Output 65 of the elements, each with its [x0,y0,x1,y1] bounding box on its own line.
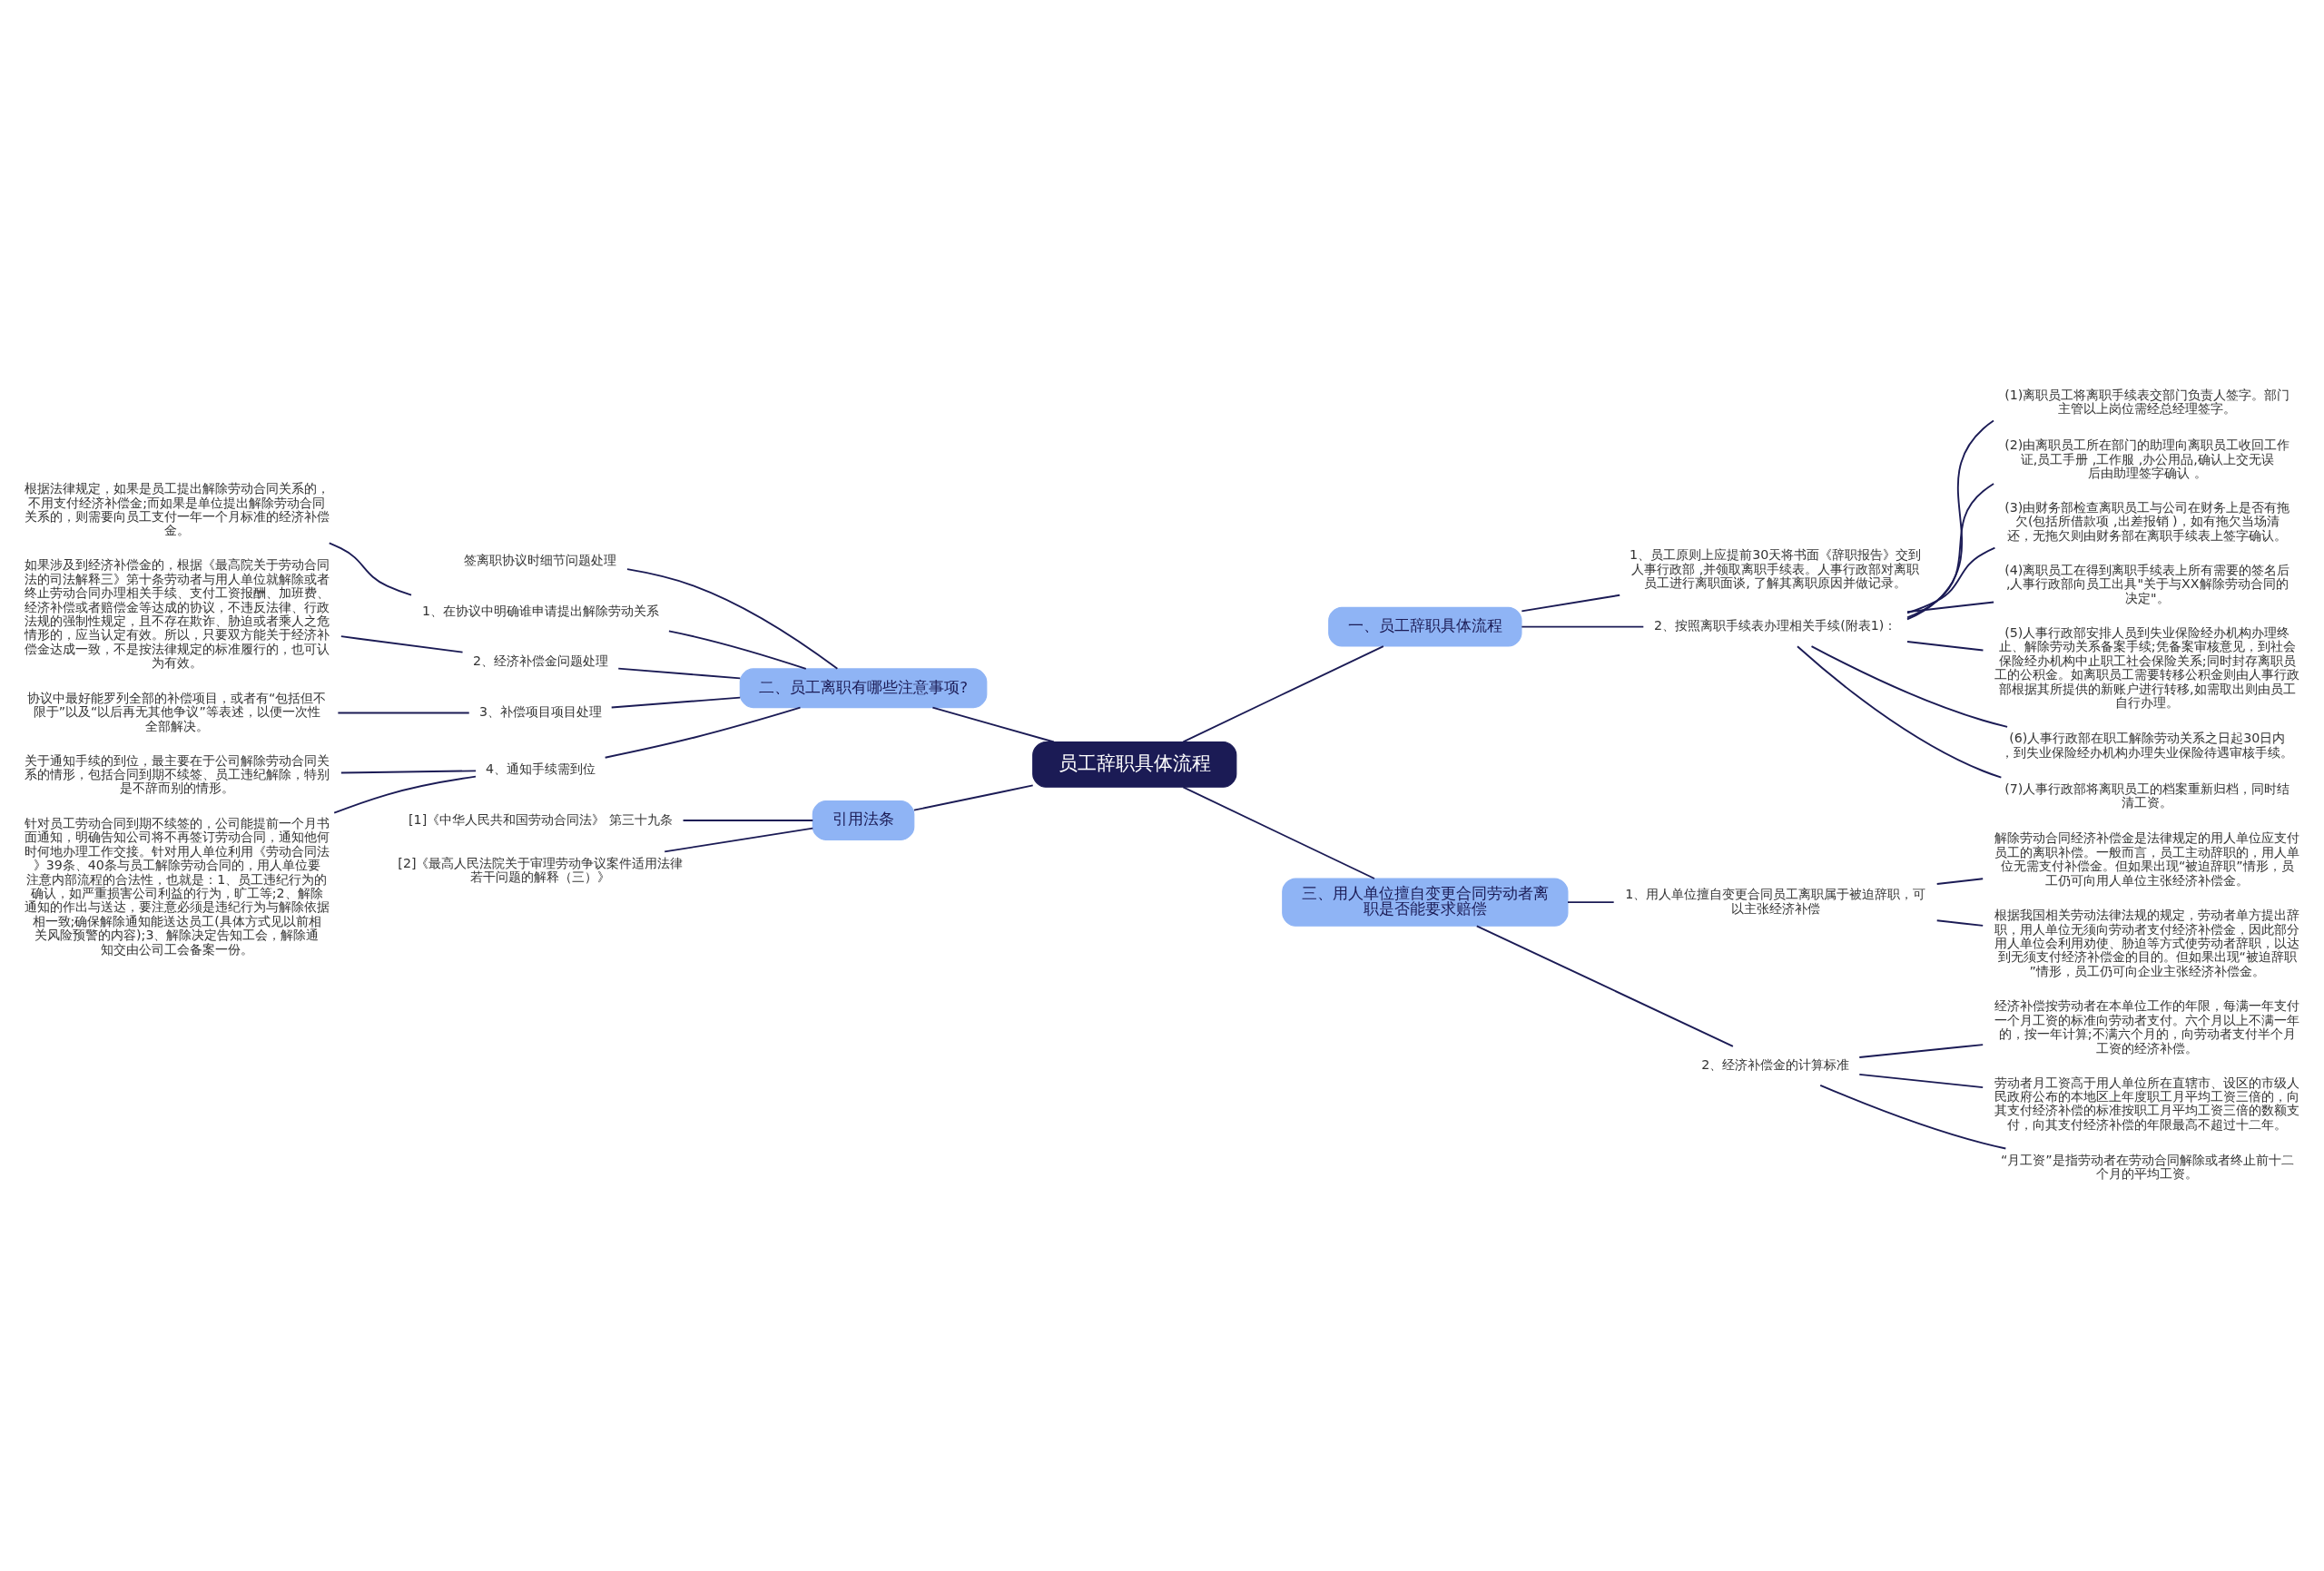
node-text: “月工资”是指劳动者在劳动合同解除或者终止前十二个月的平均工资。 [2000,1152,2294,1182]
node-box: 二、员工离职有哪些注意事项? [739,668,988,709]
node-text: 1、在协议中明确谁申请提出解除劳动关系 [421,603,659,618]
connector [1935,919,1984,927]
node-text: 解除劳动合同经济补偿金是法律规定的用人单位应支付员工的离职补偿。一般而言，员工主动辞职的，用人单位无需支付补偿金。但如果出现“被迫辞职”情形，员工仍可向用人单位主张经济补偿金。 [1994,830,2300,888]
connector [1797,645,2003,779]
connector [1906,483,1995,619]
node-text: 4、通知手续需到位 [485,761,596,776]
connector [1567,901,1615,904]
node-text: (1)离职员工将离职手续表交部门负责人签字。部门主管以上岗位需经总经理签字。 [2004,388,2290,417]
node-text: 协议中最好能罗列全部的补偿项目，或者有“包括但不限于”以及“以后再无其他争议”等表述，以便一次性全部解决。 [27,690,327,733]
connector [913,784,1034,811]
node-text: 2、经济补偿金的计算标准 [1701,1056,1850,1072]
node-text: (4)离职员工在得到离职手续表上所有需要的签名后,人事行政部向员工出具"关于与XX解除劳动合同的决定"。 [2004,562,2290,605]
connector [604,706,802,759]
connector [1521,625,1645,628]
node-text: 2、按照离职手续表办理相关手续(附表1)： [1654,618,1897,633]
node-text: [2]《最高人民法院关于审理劳动争议案件适用法律若干问题的解释（三）》 [398,855,684,885]
connector [1475,925,1734,1047]
node-text: 如果涉及到经济补偿金的，根据《最高院关于劳动合同法的司法解释三》第十条劳动者与用人单位就解除或者终止劳动合同办理相关手续、支付工资报酬、加班费、经济补偿或者赔偿金等达成的协议，不违反法律、行政法规的强制性规定，且不存在欺诈、胁迫或者乘人之危情形的，应当认定有效。所以，只要双方能关于经济补偿金达成一致，不是按法律规定的标准履行的，也可认为有效。 [24,557,330,671]
node-text: (6)人事行政部在职工解除劳动关系之日起30日内，到失业保险经办机构办理失业保险待遇审核手续。 [2001,731,2294,760]
connector [340,770,478,774]
connector [1182,786,1375,879]
node-text: 针对员工劳动合同到期不续签的，公司能提前一个月书面通知，明确告知公司将不再签订劳动合同，通知他何时何地办理工作交接。针对用人单位利用《劳动合同法》39条、40条与员工解除劳动合同的，用人单位要注意内部流程的合法性，也就是：1、员工违纪行为的确认，如严重损害公司利益的行为，旷工等;2、解除通知的作出与送达，要注意必须是违纪行为与解除依据相一致;确保解除通知能送达员工(具体方式见以前相关风险预警的内容);3、解除决定告知工会，解除通知交由公司工会备案一份。 [24,815,330,957]
connector [1858,1044,1984,1058]
connector [340,635,464,653]
connector [1858,1073,1984,1089]
node-text: (7)人事行政部将离职员工的档案重新归档，同时结清工资。 [2004,781,2290,810]
connector [1935,878,1984,885]
node-text: 劳动者月工资高于用人单位所在直辖市、设区的市级人民政府公布的本地区上年度职工月平均工资三倍的，向其支付经济补偿的标准按职工月平均工资三倍的数额支付，向其支付经济补偿的年限最高不超过十二年。 [1994,1075,2300,1132]
node-text: (2)由离职员工所在部门的助理向离职员工收回工作证,员工手册 ,工作服 ,办公用品,确认上交无误后由助理签字确认 。 [2004,437,2290,480]
node-text: (3)由财务部检查离职员工与公司在财务上是否有拖欠(包括所借款项 ,出差报销 )，如有拖欠当场清还，无拖欠则由财务部在离职手续表上签字确认。 [2004,499,2290,543]
node-text: 3、补偿项目项目处理 [478,704,602,720]
connector [1906,546,1996,614]
node-text: 根据法律规定，如果是员工提出解除劳动合同关系的，不用支付经济补偿金;而如果是单位提出解除劳动合同关系的，则需要向员工支付一年一个月标准的经济补偿金。 [24,481,330,538]
connector [626,568,839,670]
connector [617,667,742,680]
node-text: 关于通知手续的到位，最主要在于公司解除劳动合同关系的情形，包括合同到期不续签、员工违纪解除，特别是不辞而别的情形。 [24,752,330,796]
node-text: 根据我国相关劳动法律法规的规定，劳动者单方提出辞职，用人单位无须向劳动者支付经济补偿金，因此部分用人单位会利用劝使、胁迫等方式使劳动者辞职，以达到无须支付经济补偿金的目的。但如果出现“被迫辞职”情形，员工仍可向企业主张经济补偿金。 [1994,908,2300,978]
connector [667,630,807,670]
connector [682,820,814,821]
node-text: (5)人事行政部安排人员到失业保险经办机构办理终止、解除劳动关系备案手续;凭备案审核意见，到社会保险经办机构中止职工社会保险关系;同时封存离职员工的公积金。如离职员工需要转移公积金则由人事行政部根据其所提供的新账户进行转移,如需取出则由员工自行办理。 [1994,625,2300,711]
connector [1906,641,1984,652]
node-box: 一、员工辞职具体流程 [1328,606,1522,647]
node-box: 引用法条 [812,800,915,840]
connector [1810,645,2009,728]
connector [333,775,477,814]
node-text: 经济补偿按劳动者在本单位工作的年限，每满一年支付一个月工资的标准向劳动者支付。六个月以上不满一年的，按一年计算;不满六个月的，向劳动者支付半个月工资的经济补偿。 [1994,998,2300,1056]
connector [1521,594,1621,613]
connector [931,706,1055,743]
node-text: 1、员工原则上应提前30天将书面《辞职报告》交到人事行政部 ,并领取离职手续表。人事行政部对离职员工进行离职面谈, 了解其离职原因并做记录。 [1630,547,1922,590]
node-text: 1、用人单位擅自变更合同员工离职属于被迫辞职，可以主张经济补偿 [1625,887,1926,916]
connector [1182,645,1384,743]
connector [1819,1084,2007,1150]
node-box: 三、用人单位擅自变更合同劳动者离职是否能要求赔偿 [1282,878,1569,927]
connector [1906,419,1994,621]
connector [664,827,814,853]
node-box: 员工辞职具体流程 [1032,741,1237,788]
connector [1906,601,1995,614]
connector [328,542,412,596]
node-text: 签离职协议时细节问题处理 [464,553,617,568]
node-text: [1]《中华人民共和国劳动合同法》 第三十九条 [409,811,673,827]
node-text: 2、经济补偿金问题处理 [472,653,608,669]
connector [610,696,742,709]
connector [337,712,470,714]
